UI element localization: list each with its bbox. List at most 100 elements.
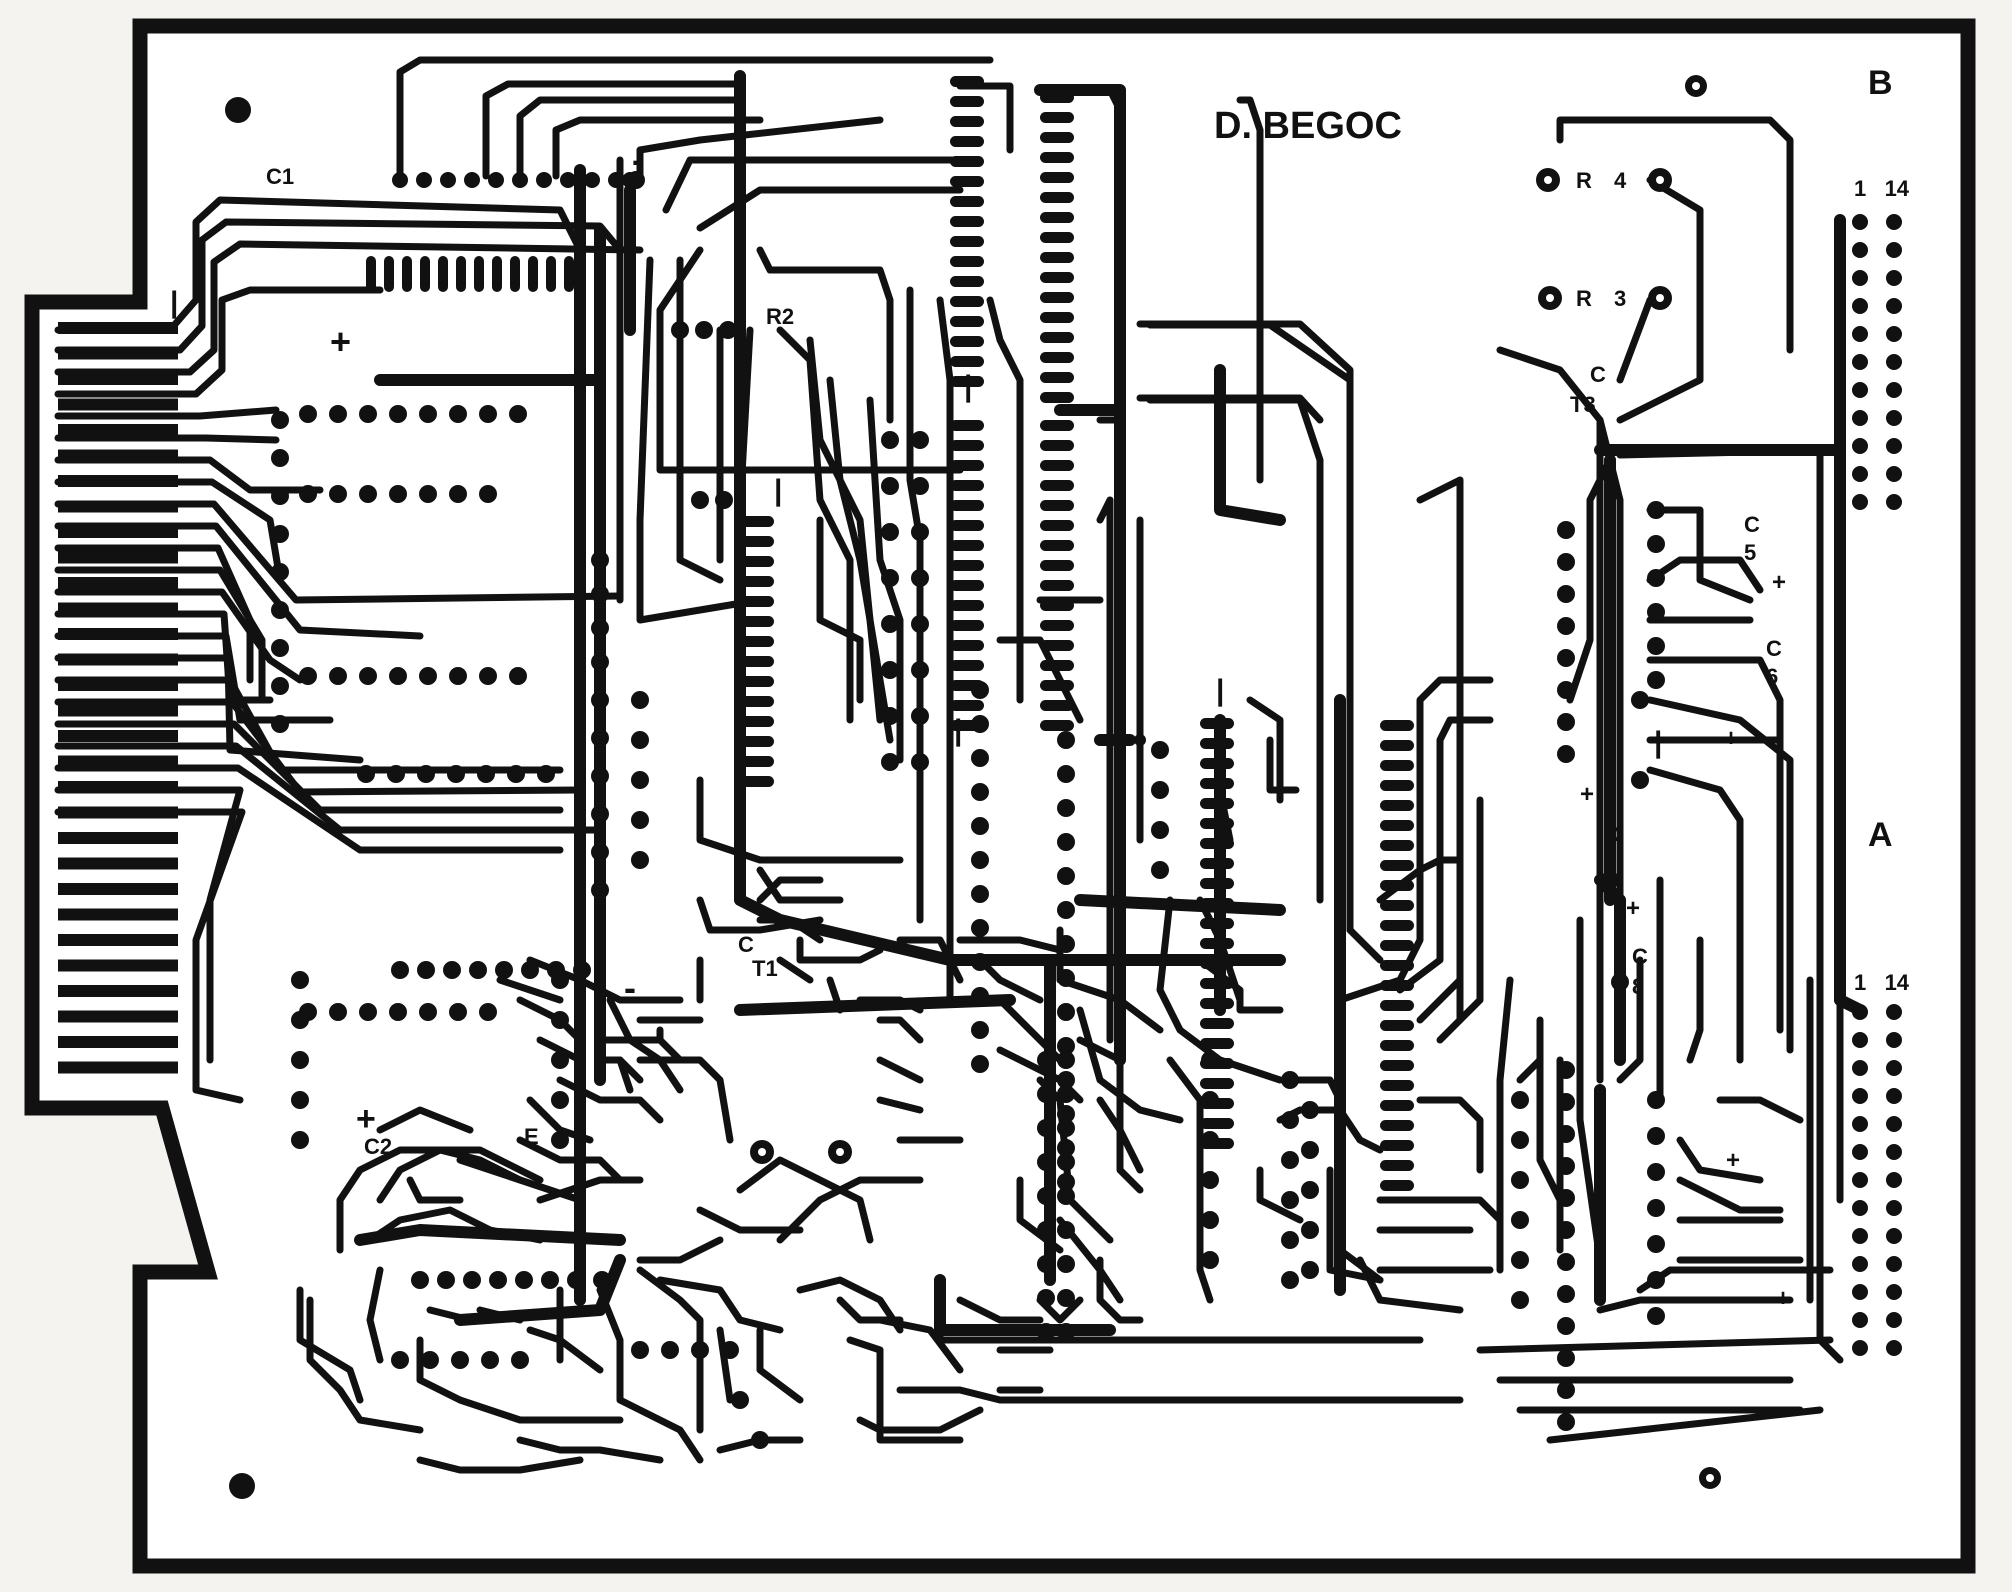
label-c5-n: 5	[1744, 540, 1756, 565]
label-c7-n: 7	[1604, 850, 1616, 875]
pad	[1201, 1211, 1219, 1229]
pad	[971, 783, 989, 801]
ic-pin	[1040, 232, 1074, 243]
ic-pin	[1040, 292, 1074, 303]
label-c-t1-t: T1	[752, 956, 778, 981]
ic-pin	[1380, 960, 1414, 971]
ic-pin	[546, 256, 556, 292]
pad	[1852, 242, 1868, 258]
pad	[291, 971, 309, 989]
pad	[631, 731, 649, 749]
pad	[1886, 494, 1902, 510]
pad	[541, 1271, 559, 1289]
pad	[1557, 1157, 1575, 1175]
ic-footprints	[366, 76, 1414, 1191]
ic-pin	[1200, 1118, 1234, 1129]
ic-pin	[1380, 720, 1414, 731]
ic-pin	[1040, 640, 1074, 651]
ic-pin	[438, 256, 448, 292]
pad	[971, 919, 989, 937]
pad	[329, 405, 347, 423]
ic-pin	[950, 560, 984, 571]
pad	[911, 431, 929, 449]
pad	[507, 765, 525, 783]
pad	[1511, 1171, 1529, 1189]
pad	[509, 405, 527, 423]
pad	[751, 1431, 769, 1449]
pad	[443, 961, 461, 979]
mounting-holes	[225, 75, 1721, 1499]
pad	[881, 753, 899, 771]
pad	[271, 525, 289, 543]
ic-pin	[564, 256, 574, 292]
label-c6-n: 6	[1766, 664, 1778, 689]
ic-pin	[740, 576, 774, 587]
pad	[1647, 569, 1665, 587]
pad	[1557, 1285, 1575, 1303]
label-minus-top: -	[632, 139, 644, 180]
pad	[1852, 1312, 1868, 1328]
pad	[631, 691, 649, 709]
pad	[911, 753, 929, 771]
pad	[1557, 1061, 1575, 1079]
pad	[421, 1351, 439, 1369]
pad	[299, 485, 317, 503]
pad	[1057, 1187, 1075, 1205]
pad	[1151, 781, 1169, 799]
pad	[449, 485, 467, 503]
pad	[1057, 901, 1075, 919]
ic-pin	[1380, 1120, 1414, 1131]
pad	[1852, 1200, 1868, 1216]
ic-pin	[1040, 212, 1074, 223]
ic-pin	[1380, 980, 1414, 991]
pad	[1647, 603, 1665, 621]
pad	[721, 1341, 739, 1359]
ic-pin	[1380, 760, 1414, 771]
label-c5-c: C	[1744, 512, 1760, 537]
pad	[591, 767, 609, 785]
pad	[881, 615, 899, 633]
ic-pin	[1380, 1000, 1414, 1011]
pad	[1647, 637, 1665, 655]
pad	[419, 1003, 437, 1021]
pad	[271, 715, 289, 733]
pad	[1886, 1312, 1902, 1328]
pad	[291, 1091, 309, 1109]
pad	[1037, 1255, 1055, 1273]
pad	[1057, 1119, 1075, 1137]
pad	[417, 961, 435, 979]
ic-pin	[740, 616, 774, 627]
ic-pin	[1380, 1180, 1414, 1191]
pad	[971, 851, 989, 869]
pad	[440, 172, 456, 188]
pad	[1601, 871, 1619, 889]
pad	[551, 1131, 569, 1149]
label-c7-plus: +	[1580, 781, 1594, 808]
pad	[447, 765, 465, 783]
pad	[1201, 1171, 1219, 1189]
connector-finger	[58, 398, 178, 411]
pad	[479, 1003, 497, 1021]
label-minus-mid: -	[624, 967, 636, 1008]
connector-finger	[58, 424, 178, 436]
label-c8-n: 8	[1632, 974, 1644, 999]
ic-pin	[950, 580, 984, 591]
ic-pin	[1040, 332, 1074, 343]
pad	[1647, 1271, 1665, 1289]
label-minus-right: -	[1652, 1293, 1664, 1334]
pad	[1647, 1235, 1665, 1253]
pad	[271, 639, 289, 657]
pad	[1557, 713, 1575, 731]
pad	[1057, 1139, 1075, 1157]
pad	[515, 1271, 533, 1289]
pad	[1631, 691, 1649, 709]
ic-pin	[1040, 660, 1074, 671]
pad	[449, 667, 467, 685]
ic-pin	[950, 336, 984, 347]
pad	[521, 961, 539, 979]
pad	[1557, 649, 1575, 667]
pad	[391, 961, 409, 979]
pad	[1057, 1173, 1075, 1191]
pad	[567, 1271, 585, 1289]
pad	[1057, 1003, 1075, 1021]
